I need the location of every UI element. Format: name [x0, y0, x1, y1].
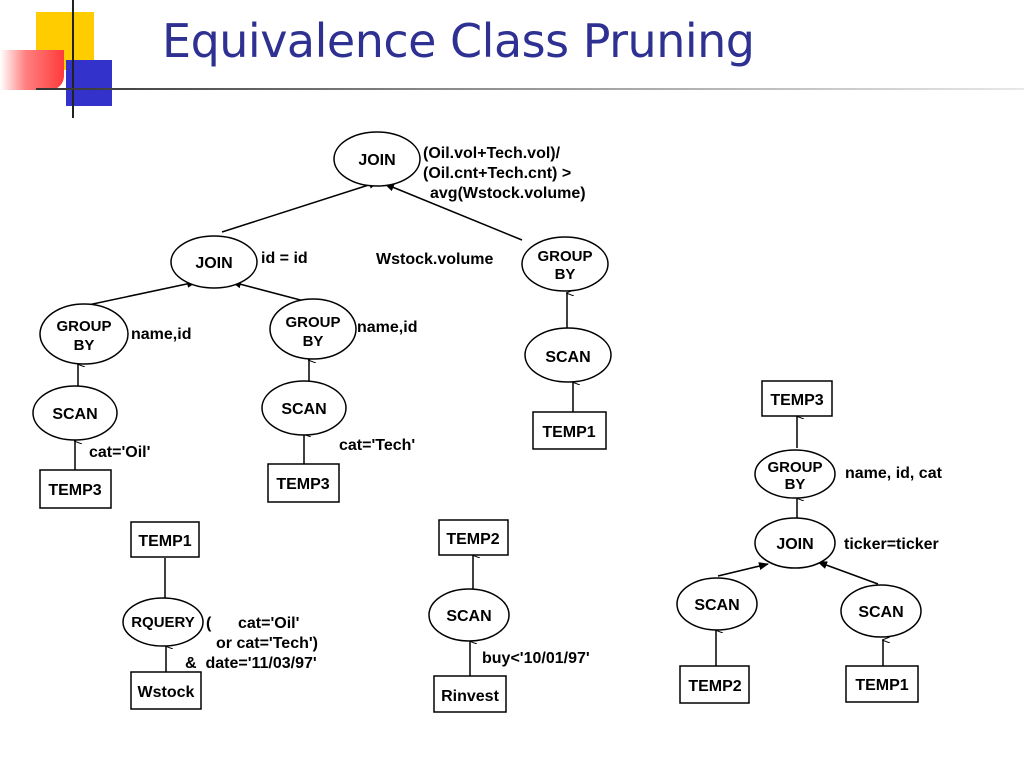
label-groupby-left-1: GROUP — [56, 318, 111, 335]
node-scan-mid — [261, 380, 347, 436]
join-mid-condition: id = id — [261, 250, 308, 267]
deco-red-shape — [0, 50, 64, 90]
label-groupby-right-1: GROUP — [537, 248, 592, 265]
label-temp2-out: TEMP2 — [446, 531, 499, 548]
label-scan-t3-left: SCAN — [694, 597, 739, 614]
deco-horizontal-line — [36, 88, 1024, 90]
node-rquery — [122, 597, 204, 647]
node-temp2-out — [438, 519, 509, 556]
edge-scanleft-join — [717, 562, 769, 577]
label-temp1-in: TEMP1 — [855, 677, 908, 694]
label-temp3-mid: TEMP3 — [276, 476, 329, 493]
label-rquery: RQUERY — [131, 614, 195, 631]
node-groupby-t3 — [754, 449, 836, 499]
node-rinvest — [433, 675, 507, 713]
label-temp1-right: TEMP1 — [542, 424, 595, 441]
label-temp3-left: TEMP3 — [48, 482, 101, 499]
label-groupby-t3-1: GROUP — [767, 459, 822, 476]
rquery-predicate-1: ( cat='Oil' — [206, 615, 299, 632]
label-wstock: Wstock — [138, 684, 195, 701]
label-join-top: JOIN — [358, 152, 395, 169]
deco-vertical-line — [72, 0, 74, 118]
node-join-mid — [170, 235, 258, 289]
label-scan-mid: SCAN — [281, 401, 326, 418]
wstock-volume-label: Wstock.volume — [376, 251, 493, 268]
node-scan-rinvest — [428, 588, 510, 642]
edge-groupbyleft-joinmid — [87, 279, 197, 306]
label-groupby-left-2: BY — [74, 337, 95, 354]
rquery-predicate-2: or cat='Tech') — [216, 635, 318, 652]
node-groupby-mid — [269, 298, 357, 360]
node-scan-t3-left — [676, 577, 758, 631]
node-temp1-right — [532, 411, 607, 450]
scan-rinvest-predicate: buy<'10/01/97' — [482, 650, 590, 667]
node-scan-right — [524, 327, 612, 383]
node-groupby-right — [521, 236, 609, 292]
edge-joinmid-jointop — [221, 180, 379, 233]
label-scan-right: SCAN — [545, 349, 590, 366]
rquery-predicate-3: & date='11/03/97' — [185, 655, 317, 672]
label-join-mid: JOIN — [195, 255, 232, 272]
slide-title: Equivalence Class Pruning — [162, 14, 755, 68]
label-scan-rinvest: SCAN — [446, 608, 491, 625]
node-temp2-in — [679, 665, 750, 704]
join-top-condition-2: (Oil.cnt+Tech.cnt) > — [423, 165, 571, 182]
node-join-t3 — [754, 517, 836, 569]
join-top-condition-3: avg(Wstock.volume) — [430, 185, 586, 202]
node-scan-t3-right — [840, 584, 922, 638]
label-scan-t3-right: SCAN — [858, 604, 903, 621]
scan-left-predicate: cat='Oil' — [89, 444, 150, 461]
node-temp3-mid — [267, 463, 340, 503]
node-temp3-left — [39, 469, 112, 509]
label-groupby-mid-1: GROUP — [285, 314, 340, 331]
join-top-condition-1: (Oil.vol+Tech.vol)/ — [423, 145, 561, 162]
edge-groupbymid-joinmid — [231, 280, 309, 303]
node-join-top — [333, 131, 421, 187]
label-temp3-out: TEMP3 — [770, 392, 823, 409]
edge-scanright-join — [817, 561, 879, 585]
groupby-t3-columns: name, id, cat — [845, 465, 943, 482]
node-groupby-left — [39, 303, 129, 365]
groupby-left-columns: name,id — [131, 326, 191, 343]
node-temp3-out — [761, 380, 833, 417]
label-rinvest: Rinvest — [441, 688, 499, 705]
label-groupby-mid-2: BY — [303, 333, 324, 350]
label-groupby-t3-2: BY — [785, 476, 806, 493]
node-scan-left — [32, 385, 118, 441]
node-temp1-out — [130, 521, 200, 558]
label-temp1-out: TEMP1 — [138, 533, 191, 550]
node-temp1-in — [845, 665, 919, 703]
label-temp2-in: TEMP2 — [688, 678, 741, 695]
groupby-mid-columns: name,id — [357, 319, 417, 336]
label-scan-left: SCAN — [52, 406, 97, 423]
scan-mid-predicate: cat='Tech' — [339, 437, 415, 454]
join-t3-condition: ticker=ticker — [844, 536, 939, 553]
node-wstock — [130, 671, 202, 710]
edge-groupbyright-jointop — [384, 183, 523, 241]
label-join-t3: JOIN — [776, 536, 813, 553]
label-groupby-right-2: BY — [555, 266, 576, 283]
